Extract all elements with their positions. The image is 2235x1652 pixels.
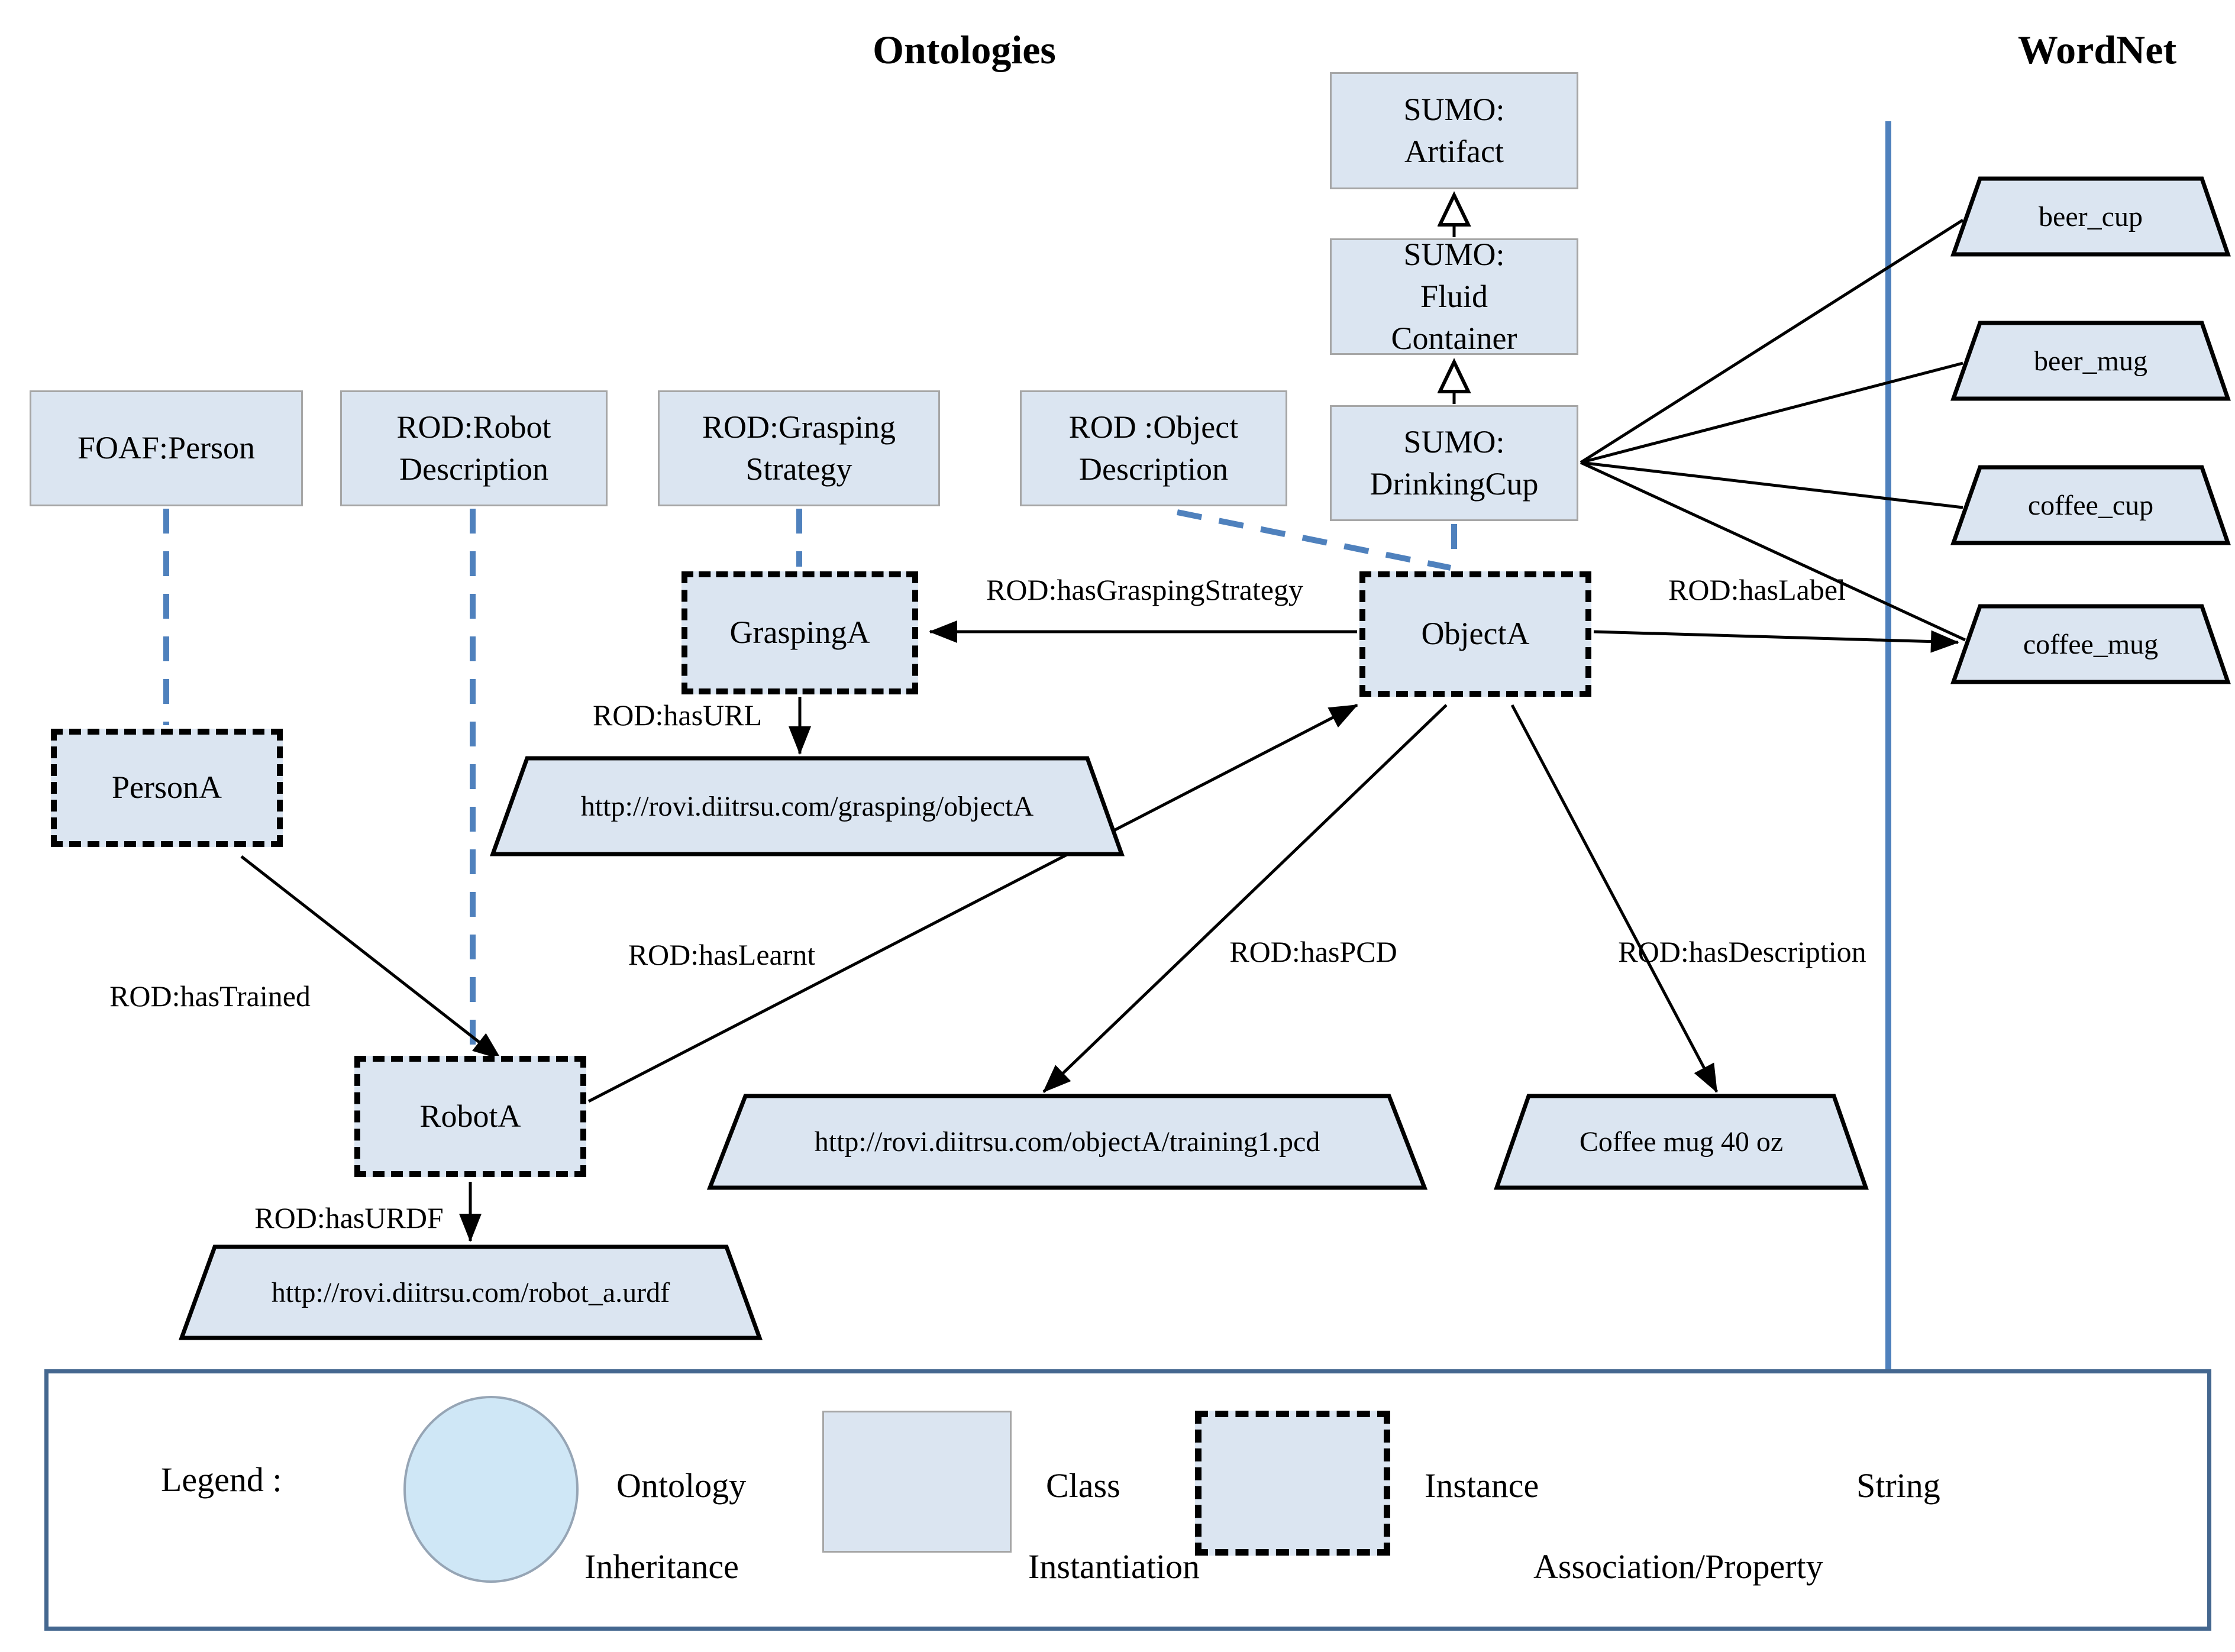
edge-label-has-description: ROD:hasDescription: [1618, 935, 1866, 968]
legend-ontology-label: Ontology: [616, 1466, 747, 1505]
string-shape-coffee-mug: [1950, 604, 2231, 684]
association-objecta-coffeemug: [1593, 630, 1959, 653]
legend-title: Legend :: [161, 1460, 282, 1499]
line-drinkingcup-beer-cup: [1580, 218, 1964, 464]
legend-class-shape: [822, 1411, 1012, 1553]
string-label-beer-cup: beer_cup: [2039, 201, 2143, 232]
line-drinkingcup-coffee-cup: [1580, 461, 1963, 509]
wordnet-title: WordNet: [2017, 27, 2177, 72]
instantiation-objectdescription-objecta: [1177, 509, 1451, 571]
string-label-coffee-mug: coffee_mug: [2023, 628, 2159, 660]
string-label-coffee-mug-description: Coffee mug 40 oz: [1579, 1126, 1784, 1158]
legend-instantiation-label: Instantiation: [1028, 1547, 1200, 1586]
class-node-sumo-fluid-container: SUMO: Fluid Container: [1330, 237, 1578, 356]
association-robota-objecta: [587, 703, 1358, 1103]
string-shape-beer-cup: [1950, 176, 2231, 257]
legend-association-label: Association/Property: [1533, 1547, 1823, 1586]
legend-string-label: String: [1856, 1466, 1940, 1505]
string-shape-grasping-url: [490, 756, 1125, 856]
string-label-beer-mug: beer_mug: [2034, 345, 2147, 377]
class-node-rod-object-description: ROD :Object Description: [1020, 390, 1287, 506]
association-objecta-description: [1510, 704, 1719, 1093]
string-label-coffee-cup: coffee_cup: [2027, 489, 2154, 521]
edge-label-has-learnt: ROD:hasLearnt: [628, 938, 816, 971]
string-shape-robot-urdf: [179, 1244, 763, 1340]
legend-instance-label: Instance: [1425, 1466, 1539, 1505]
ontologies-title: Ontologies: [873, 27, 1056, 72]
string-shape-beer-mug: [1950, 321, 2231, 401]
edge-label-has-url: ROD:hasURL: [592, 699, 763, 732]
association-objecta-trainingpcd: [1042, 704, 1448, 1093]
instance-node-graspinga: GraspingA: [682, 571, 918, 694]
legend-ontology-shape: [403, 1396, 579, 1583]
edge-label-has-grasping-strategy: ROD:hasGraspingStrategy: [986, 573, 1304, 606]
string-shape-coffee-mug-description: [1494, 1094, 1869, 1190]
instance-node-robota: RobotA: [354, 1056, 586, 1177]
legend-inheritance-label: Inheritance: [584, 1547, 739, 1586]
edge-label-has-trained: ROD:hasTrained: [109, 979, 311, 1013]
string-label-grasping-url: http://rovi.diitrsu.com/grasping/objectA: [580, 790, 1034, 822]
legend-class-label: Class: [1046, 1466, 1120, 1505]
string-label-training-pcd: http://rovi.diitrsu.com/objectA/training…: [814, 1126, 1320, 1158]
class-node-foaf-person: FOAF:Person: [30, 390, 303, 506]
class-node-rod-robot-description: ROD:Robot Description: [340, 390, 608, 506]
class-node-sumo-drinking-cup: SUMO: DrinkingCup: [1330, 405, 1578, 521]
class-node-sumo-artifact: SUMO: Artifact: [1330, 72, 1578, 189]
string-label-robot-urdf: http://rovi.diitrsu.com/robot_a.urdf: [271, 1276, 670, 1308]
line-drinkingcup-coffee-mug: [1580, 461, 1966, 642]
string-shape-coffee-cup: [1950, 465, 2231, 545]
string-shape-training-pcd: [706, 1094, 1428, 1190]
class-node-rod-grasping-strategy: ROD:Grasping Strategy: [658, 390, 940, 506]
association-persona-robota: [240, 855, 502, 1060]
edge-label-has-pcd: ROD:hasPCD: [1229, 935, 1397, 968]
instance-node-persona: PersonA: [51, 729, 283, 847]
legend-instance-shape: [1195, 1411, 1390, 1556]
line-drinkingcup-beer-mug: [1580, 361, 1963, 464]
instance-node-objecta: ObjectA: [1359, 571, 1591, 697]
edge-label-has-label: ROD:hasLabel: [1668, 573, 1846, 606]
edge-label-has-urdf: ROD:hasURDF: [254, 1201, 444, 1234]
